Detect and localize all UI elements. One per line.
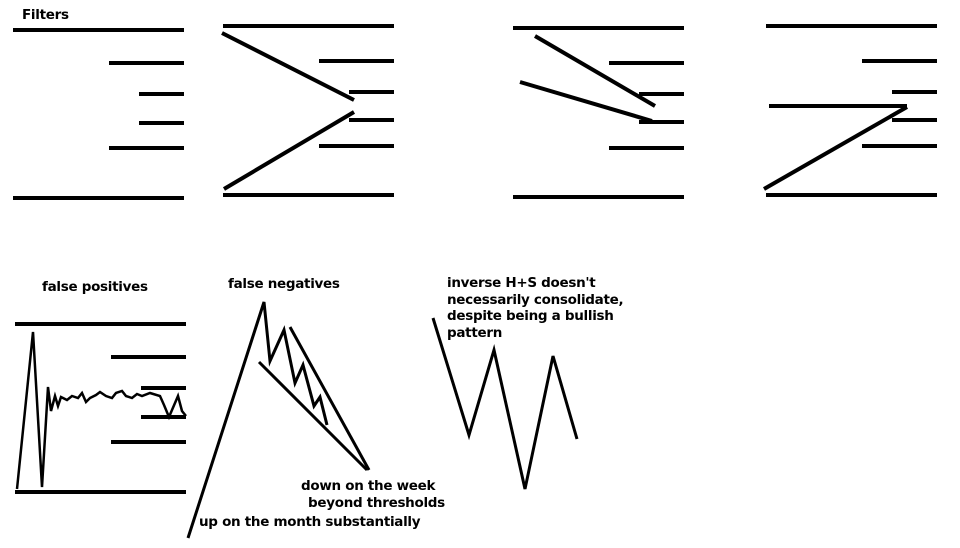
filter-panel-rise (763, 24, 937, 197)
filter-panel-levels (13, 28, 184, 200)
price-path (186, 301, 329, 539)
lower-channel-line (257, 360, 369, 472)
filter-panel-descend (513, 26, 684, 199)
inverse-hs-note-line: pattern (447, 324, 503, 341)
price-path (519, 80, 653, 123)
inverse-hs-panel (431, 317, 579, 490)
inverse-hs-note-line: necessarily consolidate, (447, 291, 624, 308)
price-path (221, 31, 355, 102)
price-path (15, 331, 187, 490)
inverse-hs-note-line: inverse H+S doesn't (447, 275, 596, 291)
false-negatives-label: false negatives (228, 276, 340, 292)
price-path (431, 317, 579, 490)
inverse-hs-note: inverse H+S doesn't necessarily consolid… (447, 275, 624, 341)
filters-label: Filters (22, 7, 69, 23)
false-negatives-panel (186, 301, 371, 539)
upper-channel-line (288, 326, 371, 471)
up-on-month-label: up on the month substantially (199, 514, 421, 530)
filter-panel-converge (221, 24, 394, 197)
price-path (533, 34, 657, 108)
inverse-hs-note-line: despite being a bullish (447, 308, 614, 324)
price-path (763, 105, 908, 191)
down-on-week-label: down on the week (301, 478, 436, 494)
beyond-thresholds-label: beyond thresholds (308, 495, 445, 511)
price-path (222, 110, 356, 191)
false-positives-panel (15, 322, 187, 494)
false-positives-label: false positives (42, 279, 148, 295)
